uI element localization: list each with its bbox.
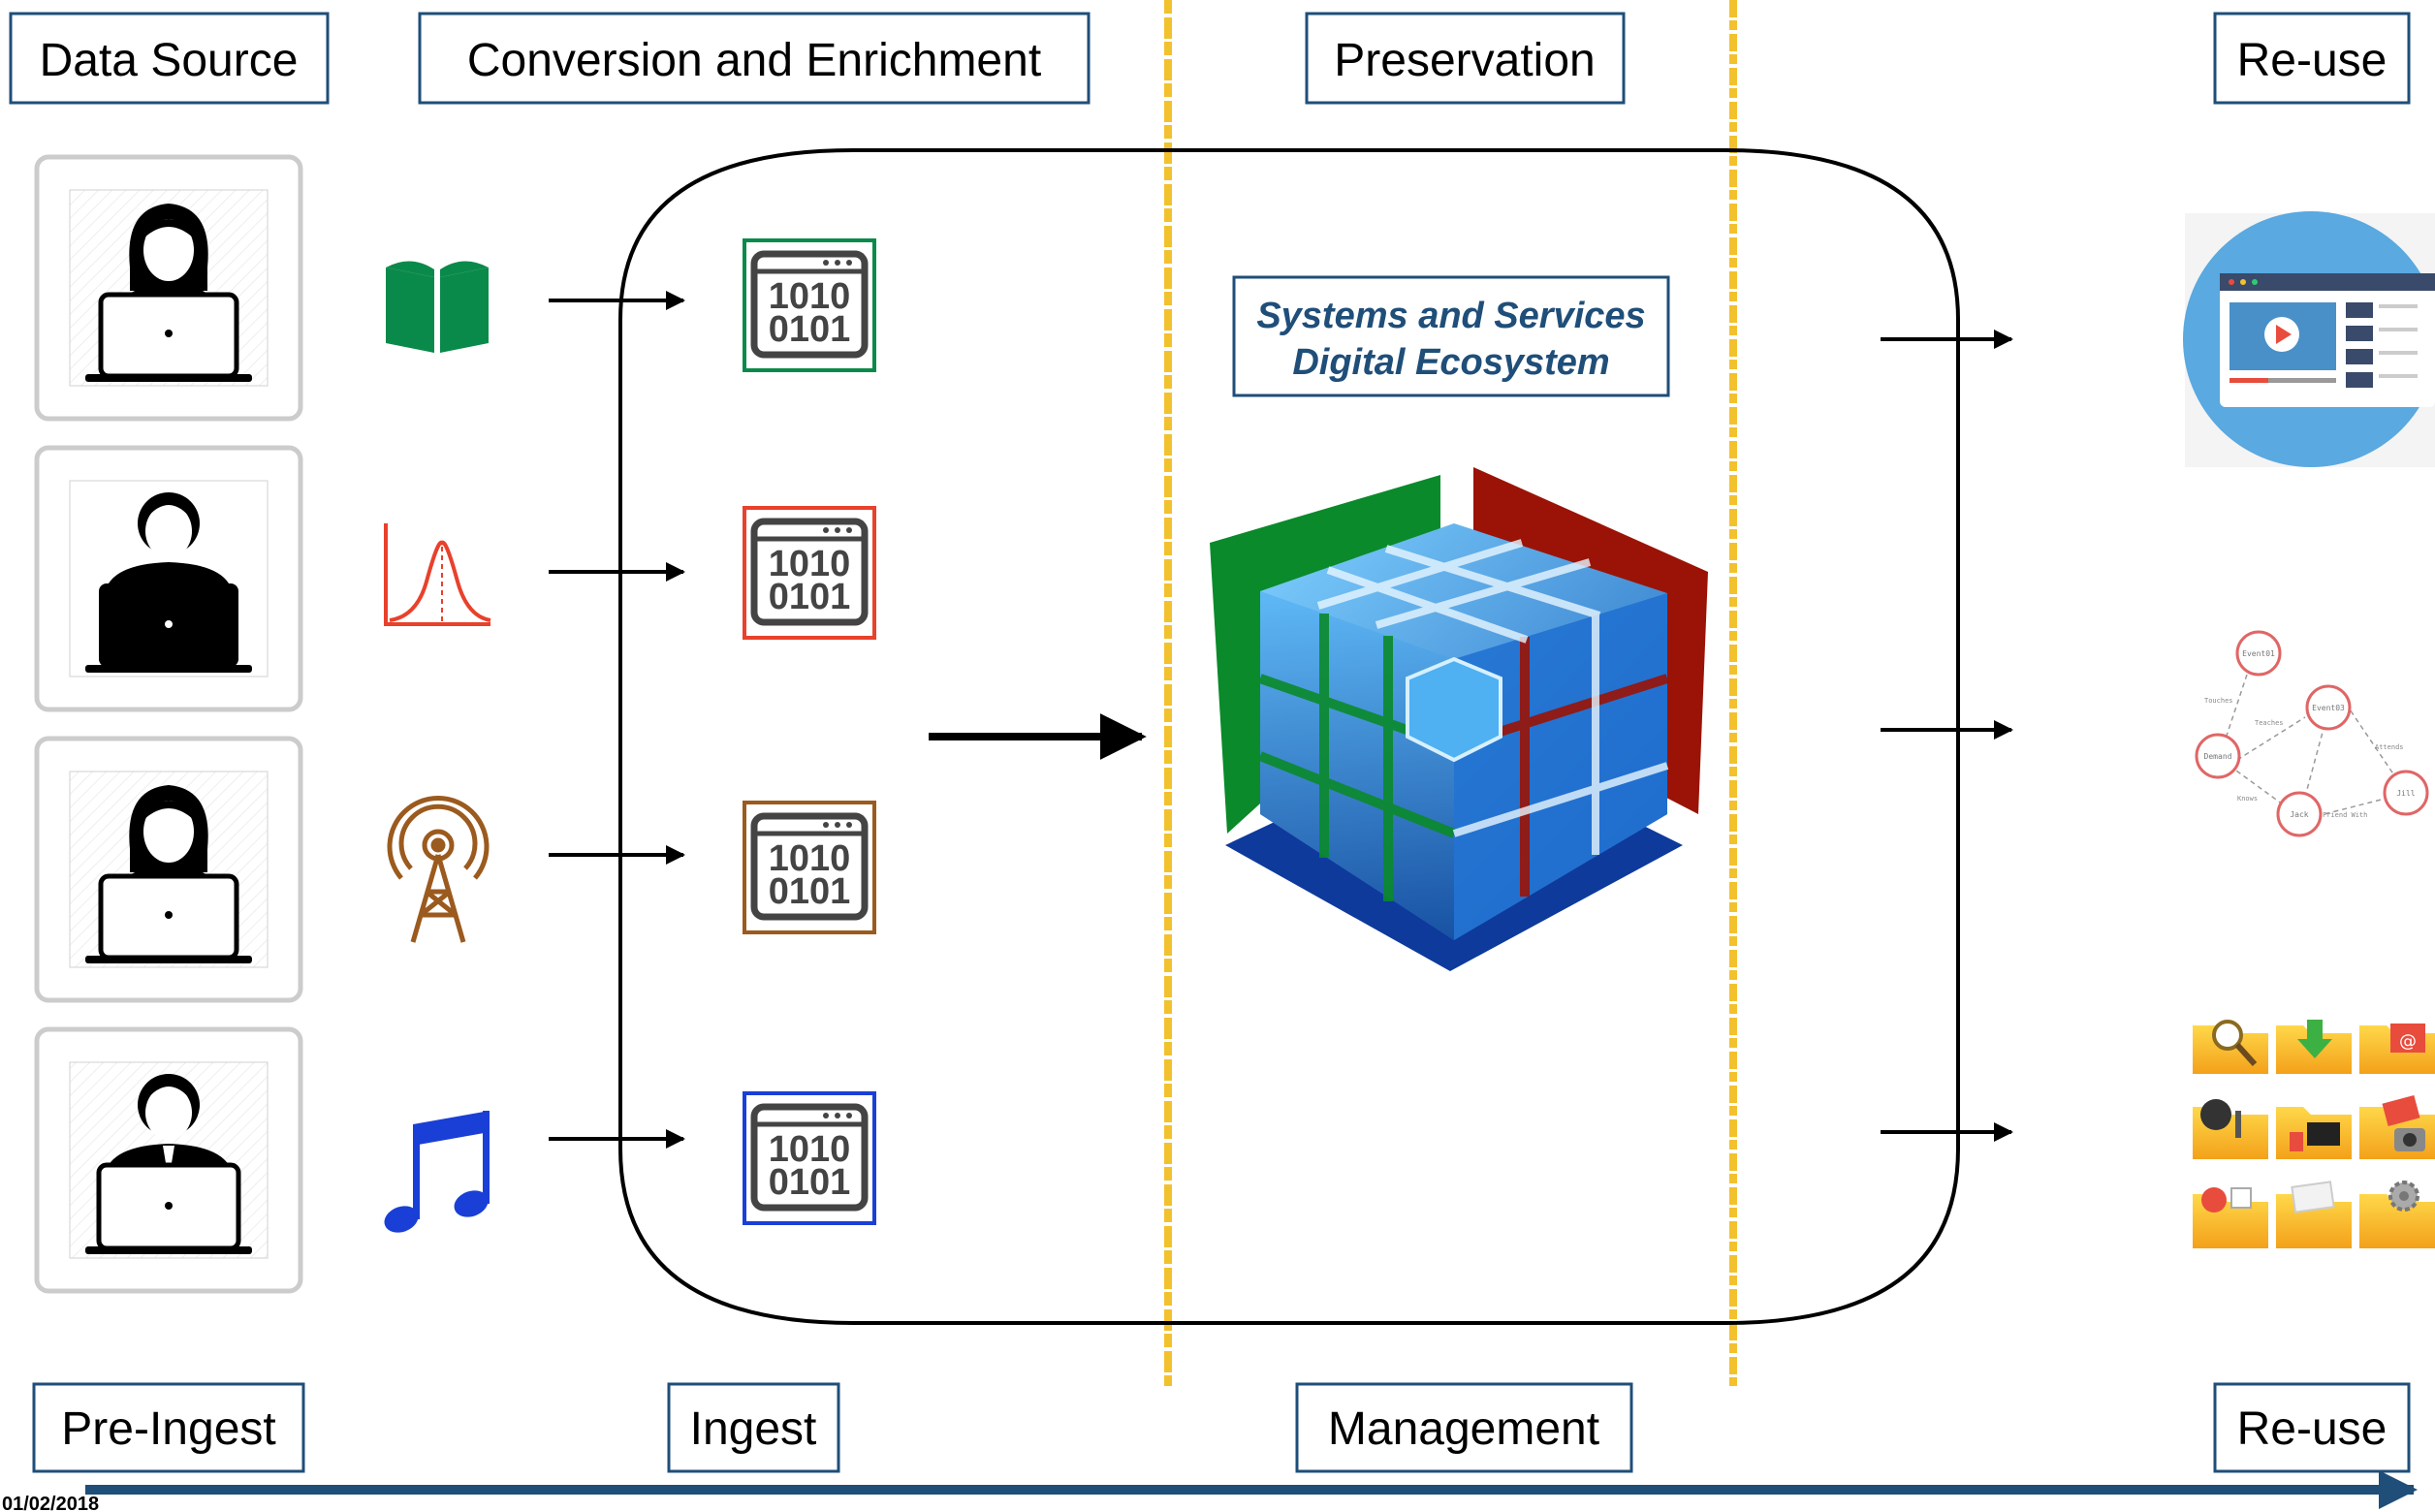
binary-box-4: 1010 0101 <box>743 1091 876 1225</box>
graph-edge-label: Attends <box>2375 743 2404 751</box>
graph-edge-label: Teaches <box>2255 719 2284 727</box>
graph-node-label: Demand <box>2204 752 2232 761</box>
user-card-2 <box>34 445 303 712</box>
graph-edge-label: Touches <box>2204 697 2233 705</box>
folder-documents-icon <box>2276 1181 2352 1248</box>
graph-node-label: Event01 <box>2242 649 2275 658</box>
ecosystem-label: Systems and Services Digital Ecosystem <box>1232 275 1670 397</box>
female-user-icon <box>85 785 252 963</box>
binary-box-1: 1010 0101 <box>743 238 876 372</box>
label-management-text: Management <box>1328 1403 1599 1455</box>
binary-row-2: 0101 <box>769 577 851 617</box>
binary-row-1: 1010 <box>769 544 851 584</box>
binary-box-3: 1010 0101 <box>743 801 876 934</box>
repository-cube-icon <box>1210 467 1708 971</box>
binary-row-1: 1010 <box>769 838 851 879</box>
radio-tower-icon <box>387 796 490 943</box>
male-user-icon <box>85 492 252 673</box>
svg-text:@: @ <box>2399 1031 2417 1052</box>
graph-edge-label: Knows <box>2237 795 2258 803</box>
user-card-3 <box>34 736 303 1003</box>
label-conversion: Conversion and Enrichment <box>418 12 1091 105</box>
graph-node-label: Jack <box>2290 810 2308 819</box>
graph-edge-label: Friend With <box>2323 811 2367 819</box>
folder-camera-icon <box>2359 1095 2435 1159</box>
label-reuse-top: Re-use <box>2213 12 2411 105</box>
folder-settings-icon <box>2359 1181 2435 1248</box>
female-user-icon <box>85 204 252 382</box>
user-card-4 <box>34 1026 303 1294</box>
folder-mail-icon: @ <box>2359 1024 2435 1074</box>
distribution-curve-icon <box>384 523 491 626</box>
video-player-icon <box>2183 211 2435 467</box>
folders-icon: @ <box>2193 1020 2435 1248</box>
graph-network-icon: Event01 Event03 Demand Jack Jill Touches… <box>2195 630 2429 837</box>
label-reuse-top-text: Re-use <box>2237 35 2388 86</box>
folder-music-icon <box>2193 1099 2268 1159</box>
folder-games-icon <box>2193 1187 2268 1248</box>
label-reuse-bottom-text: Re-use <box>2237 1403 2388 1455</box>
label-reuse-bottom: Re-use <box>2213 1382 2411 1473</box>
binary-row-2: 0101 <box>769 871 851 912</box>
binary-box-2: 1010 0101 <box>743 506 876 640</box>
binary-row-2: 0101 <box>769 309 851 350</box>
label-data-source-text: Data Source <box>40 35 299 86</box>
folder-download-icon <box>2276 1020 2352 1074</box>
footer-date: 01/02/2018 <box>2 1494 99 1512</box>
binary-row-1: 1010 <box>769 1129 851 1170</box>
label-ingest-text: Ingest <box>690 1403 817 1455</box>
label-pre-ingest: Pre-Ingest <box>32 1382 305 1473</box>
ingest-boundary <box>618 148 1960 1325</box>
binary-row-1: 1010 <box>769 276 851 317</box>
music-note-icon <box>384 1111 490 1233</box>
ecosystem-line-1: Systems and Services <box>1256 296 1645 336</box>
folder-video-icon <box>2276 1107 2352 1159</box>
label-management: Management <box>1295 1382 1633 1473</box>
binary-row-2: 0101 <box>769 1162 851 1203</box>
label-conversion-text: Conversion and Enrichment <box>467 35 1041 86</box>
male-user-icon <box>85 1074 252 1254</box>
label-data-source: Data Source <box>9 12 330 105</box>
graph-node-label: Event03 <box>2312 704 2345 712</box>
label-ingest: Ingest <box>667 1382 840 1473</box>
user-card-1 <box>34 154 303 422</box>
label-preservation: Preservation <box>1305 12 1626 105</box>
graph-node-label: Jill <box>2396 789 2415 798</box>
ecosystem-line-2: Digital Ecosystem <box>1292 342 1609 383</box>
label-pre-ingest-text: Pre-Ingest <box>61 1403 275 1455</box>
label-preservation-text: Preservation <box>1334 35 1595 86</box>
folder-search-icon <box>2193 1020 2268 1074</box>
book-icon <box>386 261 489 355</box>
